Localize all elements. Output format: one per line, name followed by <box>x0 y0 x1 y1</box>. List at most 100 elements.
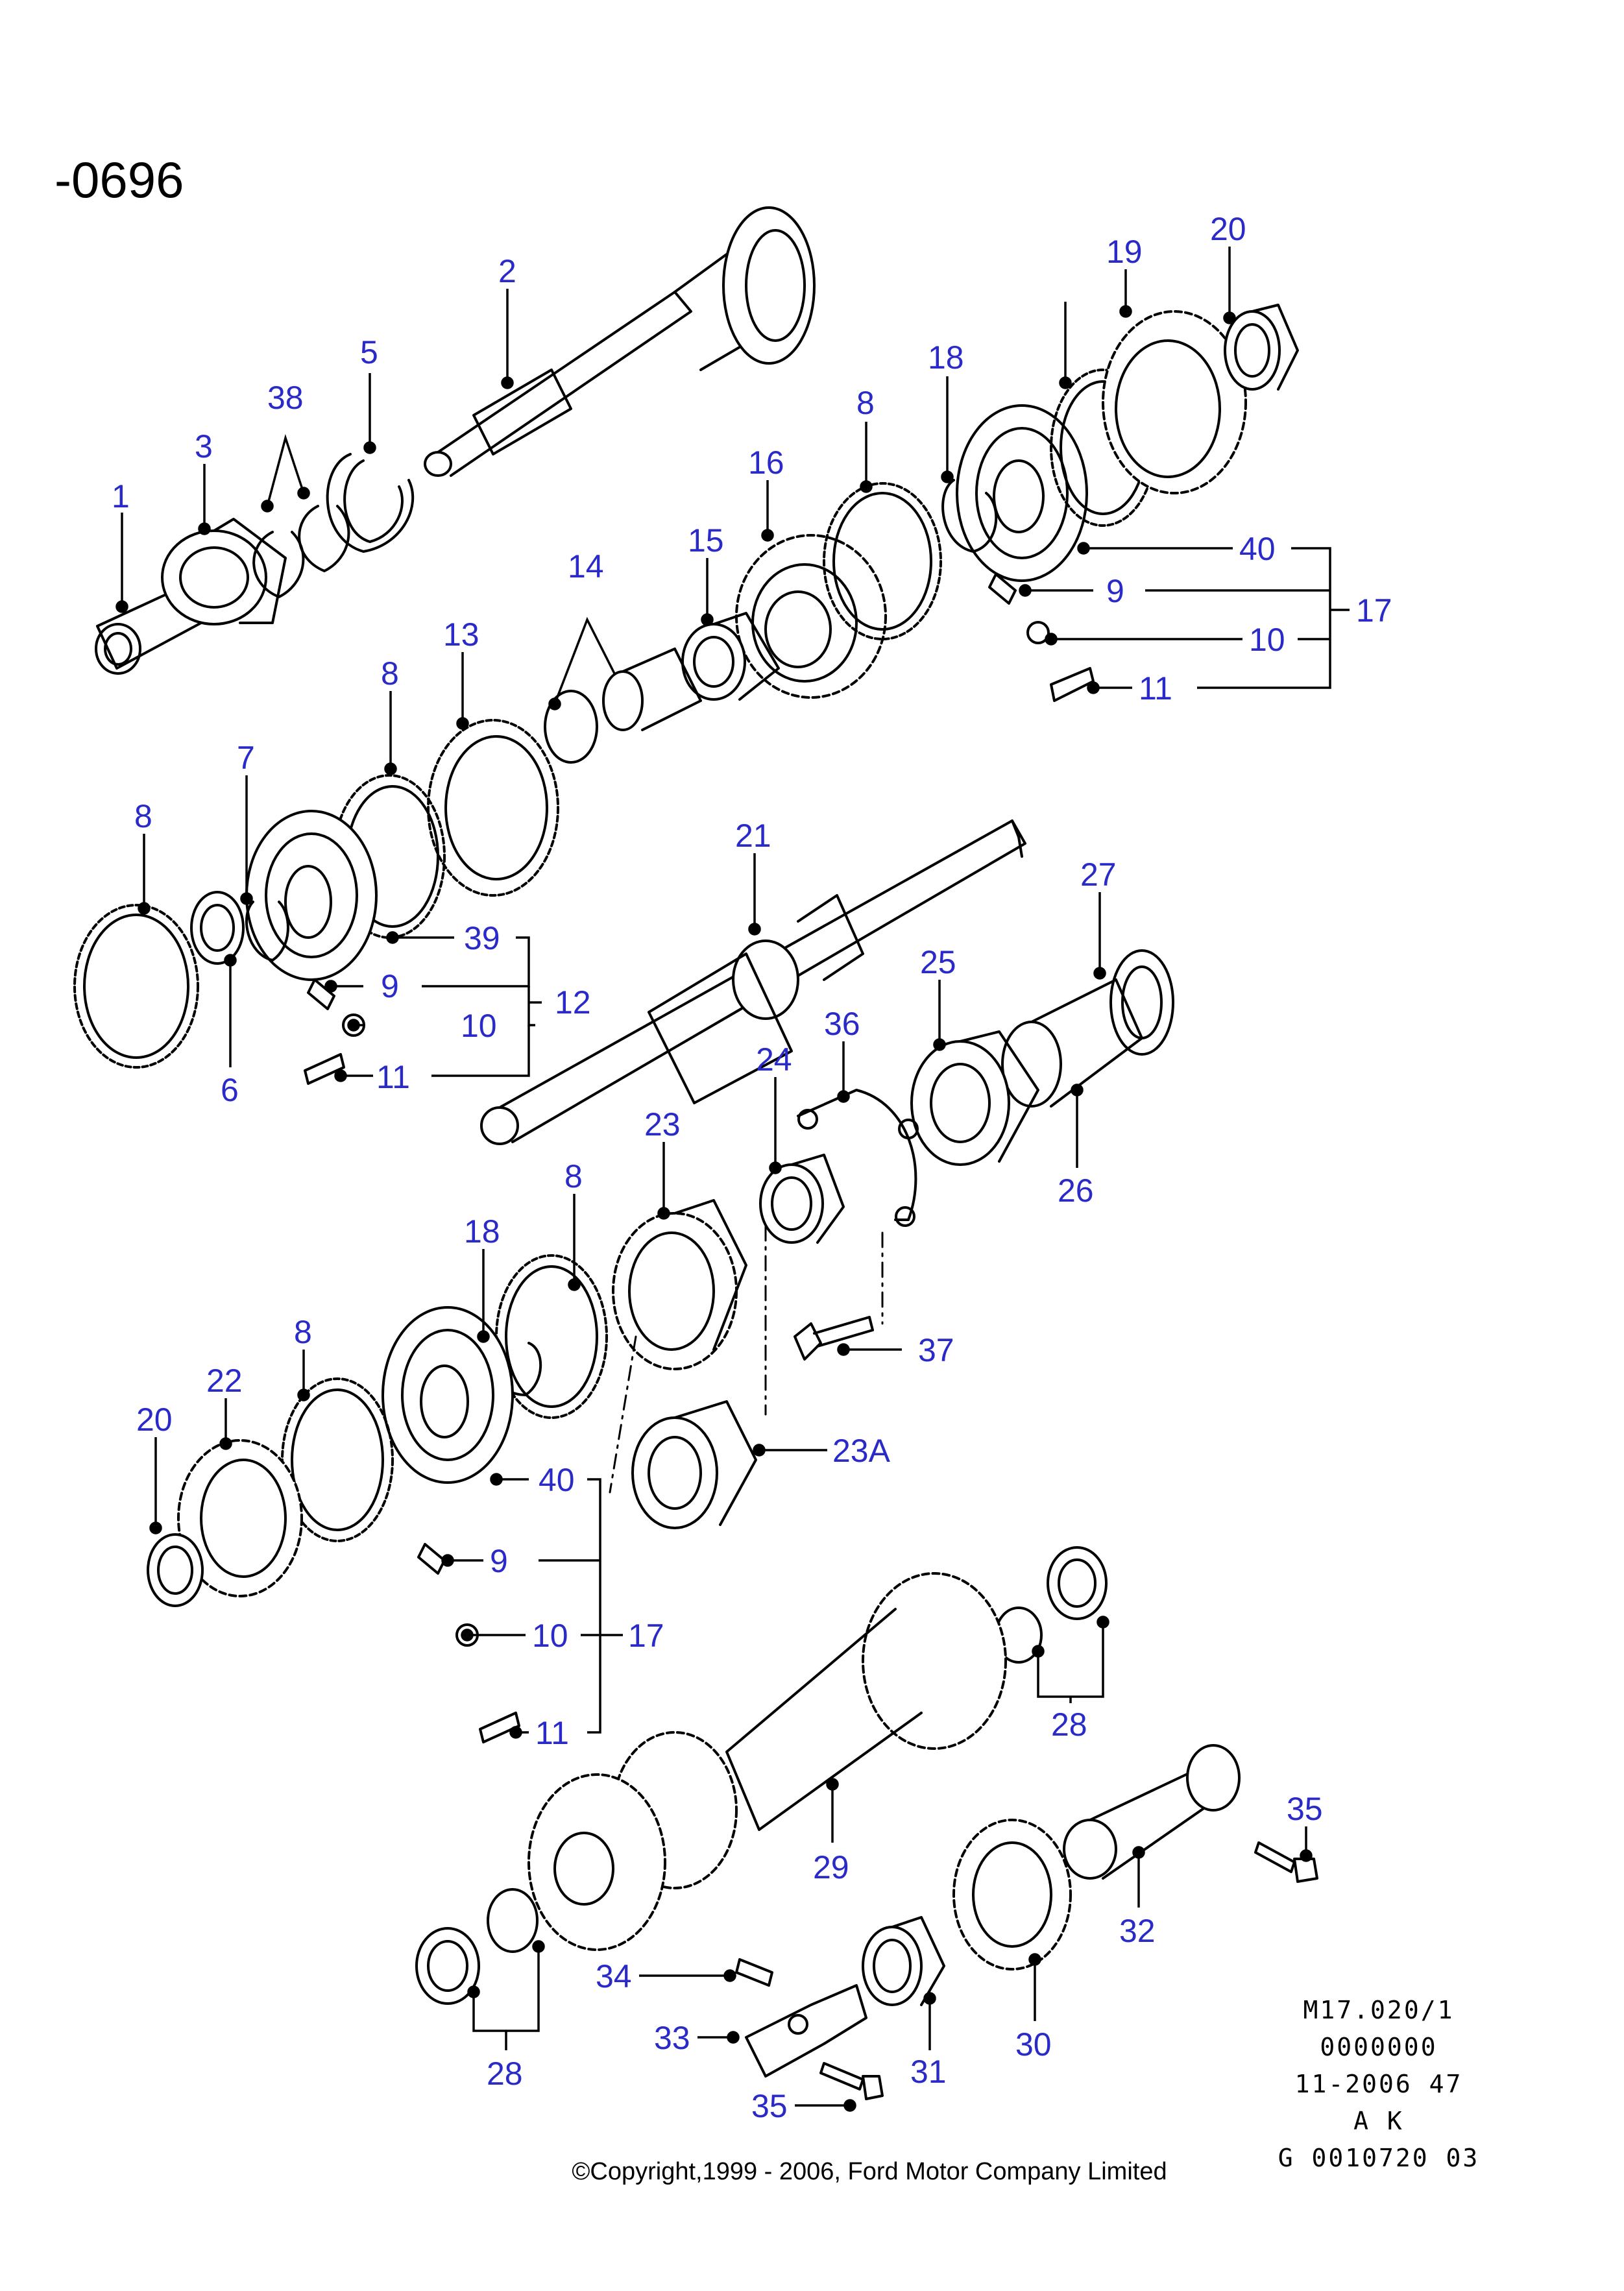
detent-parts-upper <box>304 573 1095 1085</box>
callout-36: 36 <box>824 1006 860 1042</box>
part-20-needle-bearing <box>1224 304 1299 391</box>
part-33-lever <box>745 1984 867 2078</box>
callout-13: 13 <box>443 616 479 653</box>
part-31-needle-bearing <box>862 1916 945 2006</box>
callout-39: 39 <box>464 920 500 956</box>
callout-20-upper: 20 <box>1210 211 1246 247</box>
part-24-needle-bearing <box>759 1154 845 1244</box>
callout-8-lower: 8 <box>564 1158 583 1194</box>
callout-3: 3 <box>195 428 213 465</box>
part-38-circlips <box>252 505 350 598</box>
part-12-synchro-hub <box>245 810 378 981</box>
callout-28-upper: 28 <box>1051 1706 1087 1743</box>
callout-labels: 1 2 3 5 38 8 16 18 19 20 15 14 13 8 8 7 … <box>112 211 1392 2124</box>
part-36-plate <box>797 1089 919 1227</box>
part-8-synchro-ring-3 <box>73 904 199 1069</box>
part-20-needle-bearing-lower <box>147 1533 204 1607</box>
callout-22: 22 <box>206 1363 243 1399</box>
callout-18-upper: 18 <box>928 339 964 376</box>
callout-21: 21 <box>735 818 771 854</box>
part-25-bearing <box>910 1030 1039 1166</box>
part-40-synchro-hub-lower <box>382 1306 514 1484</box>
part-32-reverse-shaft <box>1063 1744 1241 1880</box>
callout-14: 14 <box>568 548 604 585</box>
callout-23: 23 <box>644 1106 681 1143</box>
callout-7: 7 <box>237 740 255 776</box>
callout-8-left: 8 <box>134 798 152 834</box>
callout-11-mid: 11 <box>376 1059 410 1095</box>
callout-2: 2 <box>498 253 516 289</box>
part-37-bolt <box>794 1316 874 1361</box>
reference-line-1: M17.020/1 <box>1303 1996 1455 2024</box>
callout-17-upper: 17 <box>1356 592 1392 629</box>
callout-9-mid: 9 <box>381 968 399 1004</box>
part-21-main-shaft <box>480 819 1026 1145</box>
callout-11-upper: 11 <box>1139 670 1172 707</box>
callout-24: 24 <box>756 1041 792 1078</box>
copyright-notice: ©Copyright,1999 - 2006, Ford Motor Compa… <box>572 2158 1167 2185</box>
part-6-needle-bearing <box>190 891 245 965</box>
reference-line-3: 11-2006 47 <box>1294 2070 1463 2098</box>
callout-10-mid: 10 <box>461 1008 497 1044</box>
part-8-synchro-ring <box>823 482 942 640</box>
part-19-gear <box>1102 310 1247 494</box>
part-5-circlip <box>326 453 415 553</box>
callout-20-lower: 20 <box>136 1401 173 1438</box>
callout-32: 32 <box>1119 1913 1156 1949</box>
callout-10-upper: 10 <box>1249 622 1285 658</box>
callout-31: 31 <box>910 2054 947 2090</box>
callout-8-mid: 8 <box>381 655 399 692</box>
part-23A-sleeve <box>631 1400 757 1529</box>
callout-19: 19 <box>1106 234 1143 270</box>
callout-30: 30 <box>1015 2026 1052 2063</box>
callout-15: 15 <box>688 522 724 559</box>
parts-drawing <box>73 206 1318 2100</box>
callout-6: 6 <box>221 1072 239 1108</box>
callout-9-upper: 9 <box>1106 573 1124 609</box>
part-35-bolt-upper <box>1254 1841 1318 1883</box>
part-3-bearing <box>161 518 287 625</box>
callout-35-lower: 35 <box>751 2088 788 2124</box>
reference-line-4: A K <box>1353 2107 1404 2135</box>
drawing-reference-block: M17.020/1 0000000 11-2006 47 A K G 00107… <box>1252 1992 1505 2177</box>
callout-17-lower: 17 <box>628 1618 664 1654</box>
callout-8-upper-mid: 8 <box>856 385 875 421</box>
alignment-lines <box>609 1225 884 1494</box>
diagram-code: -0696 <box>55 151 184 208</box>
callout-28-lower: 28 <box>487 2055 523 2092</box>
part-27-sleeve <box>1109 949 1174 1056</box>
reference-line-5: G 0010720 03 <box>1278 2144 1480 2172</box>
part-2-input-shaft <box>424 206 816 477</box>
part-22-gear <box>177 1439 303 1597</box>
callout-9-lower: 9 <box>490 1543 508 1579</box>
part-7-clip <box>245 901 289 962</box>
part-34-pin <box>735 1958 773 1987</box>
part-29-countershaft <box>527 1572 1007 1951</box>
callout-8-lower-left: 8 <box>294 1314 312 1350</box>
part-28-bushings-lower <box>415 1888 539 2005</box>
callout-29: 29 <box>813 1849 849 1885</box>
callout-38: 38 <box>267 380 304 416</box>
callout-18-lower: 18 <box>464 1213 500 1250</box>
callout-27: 27 <box>1080 856 1117 893</box>
part-30-gear <box>952 1819 1072 1970</box>
callout-1: 1 <box>112 478 130 515</box>
callout-35-upper: 35 <box>1287 1791 1323 1827</box>
part-26-spacer <box>1001 978 1143 1108</box>
reference-line-2: 0000000 <box>1320 2033 1438 2061</box>
callout-11-lower: 11 <box>535 1715 569 1751</box>
callout-40-lower: 40 <box>539 1462 575 1498</box>
part-13-ring <box>427 719 559 897</box>
callout-37: 37 <box>918 1332 954 1368</box>
callout-16: 16 <box>748 444 784 481</box>
part-28-bushings-upper <box>995 1546 1108 1664</box>
callout-10-lower: 10 <box>532 1618 568 1654</box>
callout-23A: 23A <box>832 1433 891 1469</box>
leader-lines <box>115 247 1350 2112</box>
callout-34: 34 <box>596 1958 632 1994</box>
callout-5: 5 <box>360 334 378 370</box>
part-35-bolt-lower <box>819 2062 884 2100</box>
part-16-gear <box>735 534 887 699</box>
callout-25: 25 <box>920 944 956 980</box>
